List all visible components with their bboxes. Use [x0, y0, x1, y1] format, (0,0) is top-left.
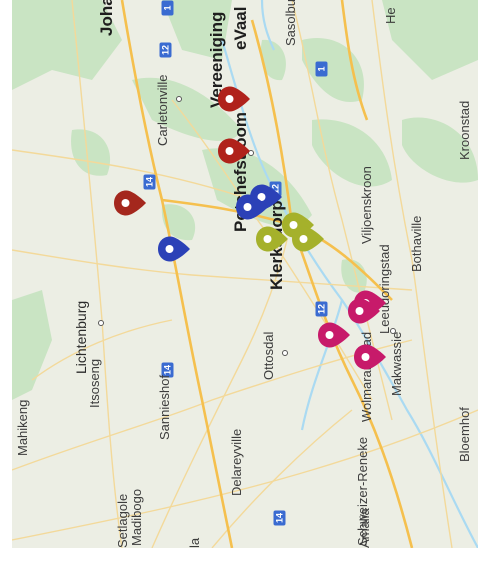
map-pin-icon [236, 194, 268, 220]
map-pin-olive-2[interactable] [291, 225, 325, 253]
place-label-vaal: eVaal [231, 6, 250, 51]
rivers [220, 0, 478, 548]
map-pin-icon [256, 226, 288, 252]
road-shield-n1-top: 1 [161, 0, 174, 16]
place-label-carletonville: Carletonville [155, 74, 170, 146]
map-pin-blue-3[interactable] [157, 235, 191, 263]
place-label-amalia: Amalia [357, 508, 372, 548]
place-label-itsoseng: Itsoseng [87, 358, 102, 408]
road-shield-n14-east: 14 [143, 174, 156, 190]
place-label-makwassie: Makwassie [389, 331, 404, 396]
place-label-madibogo: Madibogo [129, 488, 144, 546]
vegetation-areas [12, 0, 478, 400]
place-label-bloemhof: Bloemhof [457, 407, 472, 462]
map-pin-olive-3[interactable] [255, 225, 289, 253]
map-pin-blue-2[interactable] [235, 193, 269, 221]
place-label-ottosdal: Ottosdal [261, 331, 276, 380]
place-label-mahikeng: Mahikeng [15, 399, 30, 456]
map-view[interactable]: 12 1 14 12 12 14 14 1 Joha Vereeniging e… [12, 0, 478, 548]
place-label-heilbron: He [383, 7, 398, 24]
place-label-sannieshof: Sannieshof [157, 374, 172, 440]
town-dot [390, 328, 396, 334]
place-label-bothaville: Bothaville [409, 215, 424, 272]
map-pin-magenta-4[interactable] [353, 343, 387, 371]
place-label-setlagole: Setlagole [115, 493, 130, 548]
map-pin-icon [218, 138, 250, 164]
minor-roads [12, 0, 478, 548]
map-pin-icon [114, 190, 146, 216]
road-shield-n12-north: 12 [159, 42, 172, 58]
place-label-la: la [187, 537, 202, 548]
map-base [12, 0, 478, 548]
town-dot [282, 350, 288, 356]
map-pin-icon [354, 344, 386, 370]
town-dot [248, 150, 254, 156]
road-shield-n14-west: 14 [273, 510, 286, 526]
map-pin-n14[interactable] [113, 189, 147, 217]
place-label-delareyville: Delareyville [229, 428, 244, 496]
place-label-johannesburg: Joha [97, 0, 116, 36]
place-label-viljoenskroon: Viljoenskroon [359, 166, 374, 244]
map-pin-icon [158, 236, 190, 262]
road-shield-n12-klerksdorp: 12 [315, 301, 328, 317]
map-pin-vereeniging[interactable] [217, 85, 251, 113]
map-pin-magenta-2[interactable] [347, 297, 381, 325]
map-pin-icon [218, 86, 250, 112]
left-margin [0, 0, 12, 564]
place-label-kroonstad: Kroonstad [457, 100, 472, 160]
map-pin-icon [292, 226, 324, 252]
map-pin-magenta-3[interactable] [317, 321, 351, 349]
map-pin-potchefstroom-north[interactable] [217, 137, 251, 165]
map-pin-icon [348, 298, 380, 324]
place-label-lichtenburg: Lichtenburg [73, 300, 89, 374]
map-pin-icon [318, 322, 350, 348]
road-shield-n1: 1 [315, 61, 328, 77]
place-label-sasolburg: Sasolburg [283, 0, 298, 46]
town-dot [176, 96, 182, 102]
town-dot [98, 320, 104, 326]
bottom-margin [0, 548, 481, 564]
